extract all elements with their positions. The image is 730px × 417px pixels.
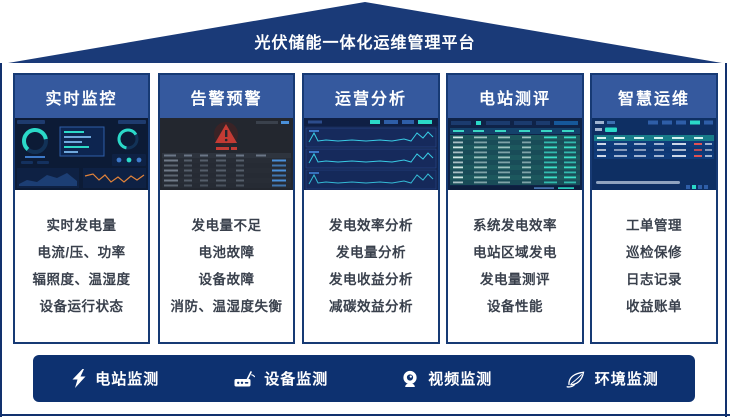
feature-item: 发电量测评 bbox=[480, 272, 550, 287]
feature-item: 电流/压、功率 bbox=[37, 245, 126, 260]
camera-icon bbox=[401, 370, 419, 388]
feature-list: 工单管理 巡检保修 日志记录 收益账单 bbox=[592, 190, 716, 342]
pillar-header: 智慧运维 bbox=[592, 75, 716, 118]
feature-item: 设备运行状态 bbox=[39, 299, 124, 314]
footer-item-station-monitoring: 电站监测 bbox=[33, 368, 199, 389]
feature-list: 发电量不足 电池故障 设备故障 消防、温湿度失衡 bbox=[160, 190, 293, 342]
frame-line-left bbox=[0, 63, 2, 417]
realtime-dashboard-thumbnail bbox=[15, 118, 148, 190]
monitoring-footer-bar: 电站监测 设备监测 bbox=[33, 355, 695, 402]
feature-list: 实时发电量 电流/压、功率 辐照度、温湿度 设备运行状态 bbox=[15, 190, 148, 342]
footer-item-environment-monitoring: 环境监测 bbox=[530, 368, 696, 389]
evaluation-table-thumbnail bbox=[448, 118, 582, 190]
feature-item: 日志记录 bbox=[626, 272, 682, 287]
feature-item: 辐照度、温湿度 bbox=[32, 272, 131, 287]
feature-item: 工单管理 bbox=[626, 218, 682, 233]
feature-item: 发电量不足 bbox=[191, 218, 262, 233]
feature-item: 设备故障 bbox=[198, 272, 255, 287]
feature-item: 发电收益分析 bbox=[329, 272, 413, 287]
feature-item: 发电效率分析 bbox=[329, 218, 413, 233]
footer-item-device-monitoring: 设备监测 bbox=[199, 368, 365, 389]
frame-line-bottom bbox=[0, 414, 730, 416]
pillar-station-evaluation: 电站测评 bbox=[446, 73, 584, 344]
feature-list: 发电效率分析 发电量分析 发电收益分析 减碳效益分析 bbox=[304, 190, 438, 342]
page-title: 光伏储能一体化运维管理平台 bbox=[254, 35, 476, 52]
footer-item-label: 电站监测 bbox=[95, 371, 160, 388]
feature-item: 设备性能 bbox=[487, 299, 543, 314]
feature-item: 收益账单 bbox=[626, 299, 682, 314]
lightning-icon bbox=[72, 369, 86, 388]
footer-item-label: 环境监测 bbox=[594, 371, 659, 388]
feature-item: 电池故障 bbox=[198, 245, 255, 260]
pillar-header: 实时监控 bbox=[15, 75, 148, 118]
frame-line-right bbox=[725, 63, 727, 417]
feature-item: 巡检保修 bbox=[626, 245, 682, 260]
feature-item: 系统发电效率 bbox=[473, 218, 557, 233]
pillar-realtime-monitoring: 实时监控 bbox=[13, 73, 150, 344]
feature-item: 减碳效益分析 bbox=[329, 299, 413, 314]
smart-om-thumbnail bbox=[592, 118, 716, 190]
pillar-header: 电站测评 bbox=[448, 75, 582, 118]
pillar-operation-analysis: 运营分析 bbox=[302, 73, 440, 344]
pillar-alarm-warning: 告警预警 bbox=[158, 73, 295, 344]
feature-item: 发电量分析 bbox=[336, 245, 406, 260]
pillar-header: 告警预警 bbox=[160, 75, 293, 118]
feature-list: 系统发电效率 电站区域发电 发电量测评 设备性能 bbox=[448, 190, 582, 342]
feature-item: 消防、温湿度失衡 bbox=[170, 299, 283, 314]
leaf-icon bbox=[566, 370, 586, 388]
pillar-smart-om: 智慧运维 bbox=[590, 73, 718, 344]
device-router-icon bbox=[234, 370, 256, 387]
feature-item: 电站区域发电 bbox=[473, 245, 557, 260]
pillar-header: 运营分析 bbox=[304, 75, 438, 118]
footer-item-label: 视频监测 bbox=[428, 371, 493, 388]
analysis-charts-thumbnail bbox=[304, 118, 438, 190]
footer-item-label: 设备监测 bbox=[264, 371, 329, 388]
footer-item-video-monitoring: 视频监测 bbox=[364, 368, 530, 389]
alarm-screen-thumbnail bbox=[160, 118, 293, 190]
feature-item: 实时发电量 bbox=[46, 218, 117, 233]
